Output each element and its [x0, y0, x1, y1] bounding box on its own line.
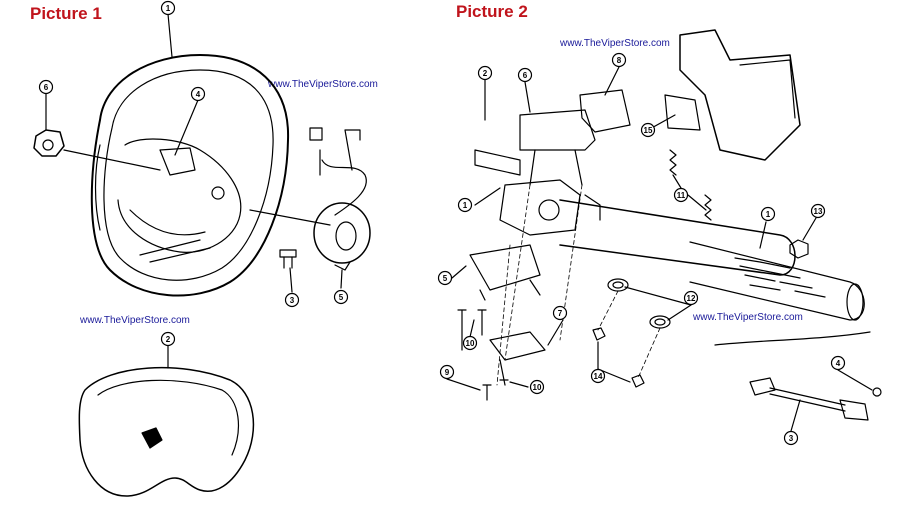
callout-p2-6: 6 [523, 71, 528, 80]
callouts-picture-2: 1 1 2 3 4 5 6 7 8 9 10 10 11 12 [437, 52, 873, 446]
callout-p2-4: 4 [836, 359, 841, 368]
callout-p1-2: 2 [166, 335, 171, 344]
cover-part-8 [579, 89, 631, 133]
springs-part-11 [669, 149, 712, 221]
picture-2-title: Picture 2 [456, 2, 528, 21]
watermark-p2-right: www.TheViperStore.com [693, 312, 803, 323]
callout-p2-13: 13 [814, 207, 823, 216]
callout-p2-9: 9 [445, 368, 450, 377]
callouts-picture-1: 1 2 3 4 5 6 [38, 0, 349, 347]
screw-part-3 [279, 249, 297, 269]
callout-p2-1-left: 1 [463, 201, 468, 210]
callout-p2-5: 5 [443, 274, 448, 283]
grommets-part-12 [607, 278, 671, 329]
callout-p2-14: 14 [594, 372, 603, 381]
callout-p2-11: 11 [677, 191, 686, 200]
watermark-p2-top: www.TheViperStore.com [560, 38, 670, 49]
bracket-part-7 [489, 331, 546, 386]
watermark-p1-bottom: www.TheViperStore.com [80, 315, 190, 326]
intermediate-shaft-part-3 [714, 331, 882, 421]
picture-1-title: Picture 1 [30, 4, 102, 23]
lower-shroud-part-5 [469, 244, 541, 301]
callout-p1-3: 3 [290, 296, 295, 305]
steering-wheel [90, 54, 290, 297]
callout-p2-8: 8 [617, 56, 622, 65]
column-switch-cluster [474, 149, 601, 236]
dashed-assembly-lines [496, 184, 661, 386]
watermark-p1-top: www.TheViperStore.com [268, 79, 378, 90]
bolts-part-9-10 [457, 309, 509, 401]
nut-part-13 [789, 239, 809, 259]
callout-p2-15: 15 [644, 126, 653, 135]
callout-p2-12: 12 [687, 294, 696, 303]
callout-p1-5: 5 [339, 293, 344, 302]
clockspring-part-5 [249, 127, 371, 271]
callout-p2-10-lower: 10 [533, 383, 542, 392]
callout-p1-4: 4 [196, 90, 201, 99]
callout-p2-3: 3 [789, 434, 794, 443]
callout-p1-6: 6 [44, 83, 49, 92]
mounting-bracket [664, 29, 801, 161]
upper-shroud-part-6 [519, 109, 596, 186]
callout-p1-1: 1 [166, 4, 171, 13]
callout-p2-7: 7 [558, 309, 563, 318]
callout-p2-1-right: 1 [766, 210, 771, 219]
airbag-module [78, 345, 255, 497]
nut-part-6 [33, 129, 161, 171]
callout-p2-10-upper: 10 [466, 339, 475, 348]
callout-p2-2: 2 [483, 69, 488, 78]
